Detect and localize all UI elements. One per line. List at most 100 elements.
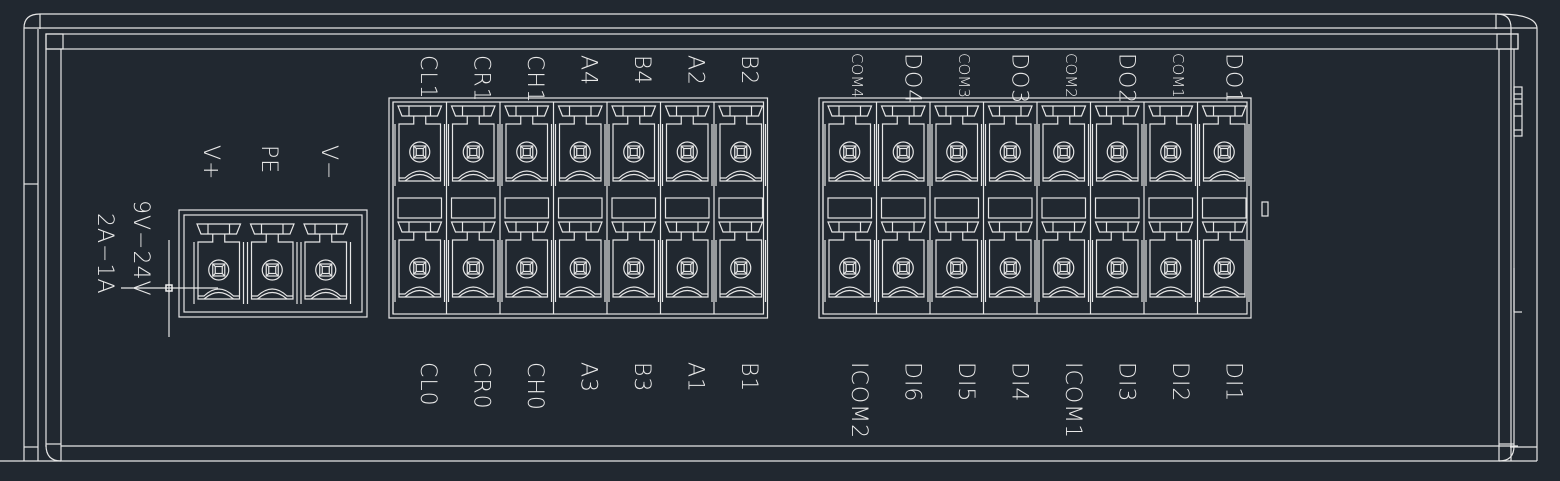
digital-top-label-com3: COM3	[955, 53, 973, 98]
screw-icon	[1053, 257, 1075, 279]
digital-bottom-label-di3: DI3	[1114, 362, 1139, 402]
analog-bottom-label-cr0: CR0	[469, 362, 494, 410]
digital-bottom-terminal-8[interactable]	[1198, 221, 1250, 302]
screw-icon	[516, 141, 538, 163]
screw-icon	[839, 141, 861, 163]
digital-bottom-terminal-1[interactable]	[824, 221, 876, 302]
digital-top-terminal-4[interactable]	[984, 105, 1036, 186]
analog-bottom-terminal-4[interactable]	[554, 221, 606, 302]
screw-icon	[676, 257, 698, 279]
screw-icon	[1213, 141, 1235, 163]
analog-bottom-terminal-3[interactable]	[501, 221, 553, 302]
screw-icon	[623, 257, 645, 279]
screw-icon	[516, 257, 538, 279]
analog-bottom-label-b1: B1	[736, 362, 761, 392]
digital-bottom-terminal-7[interactable]	[1145, 221, 1197, 302]
analog-top-terminal-5[interactable]	[608, 105, 660, 186]
digital-top-terminal-8[interactable]	[1198, 105, 1250, 186]
digital-top-terminal-3[interactable]	[931, 105, 983, 186]
analog-top-label-b4: B4	[629, 55, 654, 85]
analog-top-label-a4: A4	[576, 55, 601, 86]
digital-top-terminal-6[interactable]	[1091, 105, 1143, 186]
screw-icon	[623, 141, 645, 163]
digital-bottom-label-icom1: ICOM1	[1060, 362, 1085, 439]
analog-bottom-label-ch0: CH0	[522, 362, 547, 411]
digital-bottom-terminal-6[interactable]	[1091, 221, 1143, 302]
analog-top-label-b2: B2	[736, 55, 761, 85]
digital-bottom-terminal-5[interactable]	[1038, 221, 1090, 302]
screw-icon	[839, 257, 861, 279]
screw-icon	[676, 141, 698, 163]
screw-icon	[409, 141, 431, 163]
digital-top-terminal-7[interactable]	[1145, 105, 1197, 186]
screw-icon	[946, 257, 968, 279]
power-terminal-block	[178, 209, 368, 318]
digital-bottom-terminal-4[interactable]	[984, 221, 1036, 302]
analog-bottom-terminal-5[interactable]	[608, 221, 660, 302]
digital-top-label-com1: COM1	[1169, 53, 1187, 98]
digital-top-label-com2: COM2	[1062, 53, 1080, 98]
power-terminal-3[interactable]	[300, 223, 352, 304]
power-label-vminus: V−	[316, 145, 341, 180]
digital-top-terminal-5[interactable]	[1038, 105, 1090, 186]
digital-top-label-do2: DO2	[1114, 53, 1139, 104]
screw-icon	[462, 141, 484, 163]
analog-top-terminal-6[interactable]	[661, 105, 713, 186]
screw-icon	[261, 259, 283, 281]
screw-icon	[892, 257, 914, 279]
digital-top-label-do3: DO3	[1007, 53, 1032, 104]
screw-icon	[409, 257, 431, 279]
analog-bottom-terminal-1[interactable]	[394, 221, 446, 302]
digital-top-label-do4: DO4	[900, 53, 925, 104]
cad-crosshair-cursor	[121, 240, 218, 337]
analog-bottom-label-a3: A3	[576, 362, 601, 393]
analog-bottom-terminal-7[interactable]	[715, 221, 767, 302]
power-terminal-1[interactable]	[193, 223, 245, 304]
digital-top-label-com4: COM4	[848, 53, 866, 98]
screw-icon	[569, 257, 591, 279]
analog-bottom-terminal-2[interactable]	[447, 221, 499, 302]
screw-icon	[1106, 141, 1128, 163]
digital-terminal-block	[818, 97, 1269, 319]
analog-bottom-terminal-6[interactable]	[661, 221, 713, 302]
analog-top-terminal-4[interactable]	[554, 105, 606, 186]
screw-icon	[892, 141, 914, 163]
digital-bottom-label-di6: DI6	[900, 362, 925, 402]
power-rating-current: 2A−1A	[92, 213, 117, 295]
screw-icon	[1106, 257, 1128, 279]
digital-bottom-terminal-2[interactable]	[877, 221, 929, 302]
screw-icon	[208, 259, 230, 281]
digital-top-terminal-1[interactable]	[824, 105, 876, 186]
digital-bottom-label-di1: DI1	[1221, 362, 1246, 402]
analog-top-label-ch1: CH1	[522, 55, 547, 104]
analog-top-terminal-2[interactable]	[447, 105, 499, 186]
analog-top-terminal-7[interactable]	[715, 105, 767, 186]
screw-icon	[1160, 141, 1182, 163]
screw-icon	[999, 257, 1021, 279]
analog-top-label-cr1: CR1	[469, 55, 494, 103]
screw-icon	[946, 141, 968, 163]
power-rating-voltage: 9V−24V	[128, 200, 153, 297]
digital-bottom-label-di4: DI4	[1007, 362, 1032, 402]
power-terminal-2[interactable]	[246, 223, 298, 304]
digital-top-terminal-2[interactable]	[877, 105, 929, 186]
power-label-vplus: V+	[198, 145, 223, 180]
analog-top-label-a2: A2	[683, 55, 708, 86]
screw-icon	[569, 141, 591, 163]
analog-top-terminal-1[interactable]	[394, 105, 446, 186]
digital-bottom-terminal-3[interactable]	[931, 221, 983, 302]
analog-bottom-label-cl0: CL0	[415, 362, 440, 407]
screw-icon	[462, 257, 484, 279]
analog-bottom-label-b3: B3	[629, 362, 654, 392]
screw-icon	[730, 257, 752, 279]
digital-bottom-label-icom2: ICOM2	[846, 362, 871, 439]
analog-top-terminal-3[interactable]	[501, 105, 553, 186]
power-label-pe: PE	[256, 145, 281, 174]
analog-bottom-label-a1: A1	[683, 362, 708, 393]
screw-icon	[1160, 257, 1182, 279]
digital-bottom-label-di5: DI5	[953, 362, 978, 402]
enclosure-frame	[0, 13, 1538, 462]
analog-top-label-cl1: CL1	[415, 55, 440, 100]
digital-bottom-label-di2: DI2	[1167, 362, 1192, 402]
